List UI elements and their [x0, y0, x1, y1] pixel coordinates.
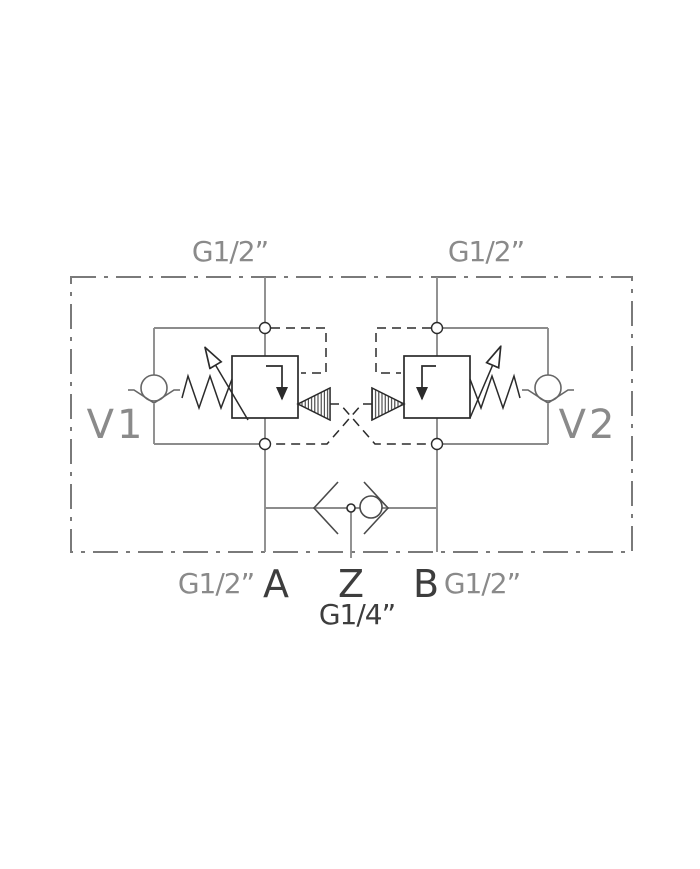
labels: G1/2” G1/2” V1 V2 G1/2” A Z B G1/2” G1/4… [87, 235, 618, 631]
check-valve-ball-icon [140, 374, 168, 402]
cross-pilot-line-right-to-a [271, 403, 372, 445]
label-size-z: G1/4” [319, 598, 395, 631]
label-size-bottom-right: G1/2” [444, 567, 520, 600]
spring-icon-left [181, 373, 233, 411]
shuttle-seat-left-icon [312, 481, 339, 535]
pilot-triangle-icon-right [371, 386, 406, 422]
shuttle-seat-right-icon [363, 481, 390, 535]
shuttle-valve [312, 481, 390, 535]
flow-arrows [266, 365, 436, 401]
check-valve-seat-icon [128, 389, 180, 404]
spring-icon-right [469, 373, 521, 411]
z-tap-node [346, 503, 356, 513]
label-port-b: B [413, 562, 439, 606]
junction-node [258, 321, 272, 335]
pilot-sense-line-right [375, 327, 431, 374]
label-valve-v1: V1 [87, 402, 146, 448]
pilot-pistons [296, 386, 406, 422]
bypass-branch-left [153, 327, 260, 445]
junction-node [258, 437, 272, 451]
adjust-arrow-icon-left [206, 349, 249, 421]
label-port-top-right: G1/2” [448, 235, 524, 268]
check-valve-ball-icon [534, 374, 562, 402]
label-size-bottom-left: G1/2” [178, 567, 254, 600]
junction-nodes [258, 321, 444, 451]
check-valve-seat-icon [522, 389, 574, 404]
pilot-sense-line-left [271, 327, 327, 374]
plumbing-lines [153, 277, 549, 558]
cross-pilot-line-left-to-b [330, 403, 431, 445]
shuttle-ball-icon [359, 495, 383, 519]
label-valve-v2: V2 [559, 402, 618, 448]
valve-body-boundary [70, 276, 633, 553]
adjust-arrow-icon-right [469, 348, 500, 419]
pilot-lines [271, 327, 431, 445]
springs [181, 348, 521, 421]
junction-node [430, 437, 444, 451]
pilot-triangle-icon-left [296, 386, 331, 422]
relief-valve-box-right [403, 355, 471, 419]
bypass-branch-right [442, 327, 549, 445]
label-port-top-left: G1/2” [192, 235, 268, 268]
label-port-z: Z [338, 562, 364, 606]
flow-arrow-icon-right [415, 365, 436, 401]
label-port-a: A [263, 562, 289, 606]
junction-node [430, 321, 444, 335]
flow-arrow-icon-left [266, 365, 289, 401]
check-valves [128, 374, 574, 404]
